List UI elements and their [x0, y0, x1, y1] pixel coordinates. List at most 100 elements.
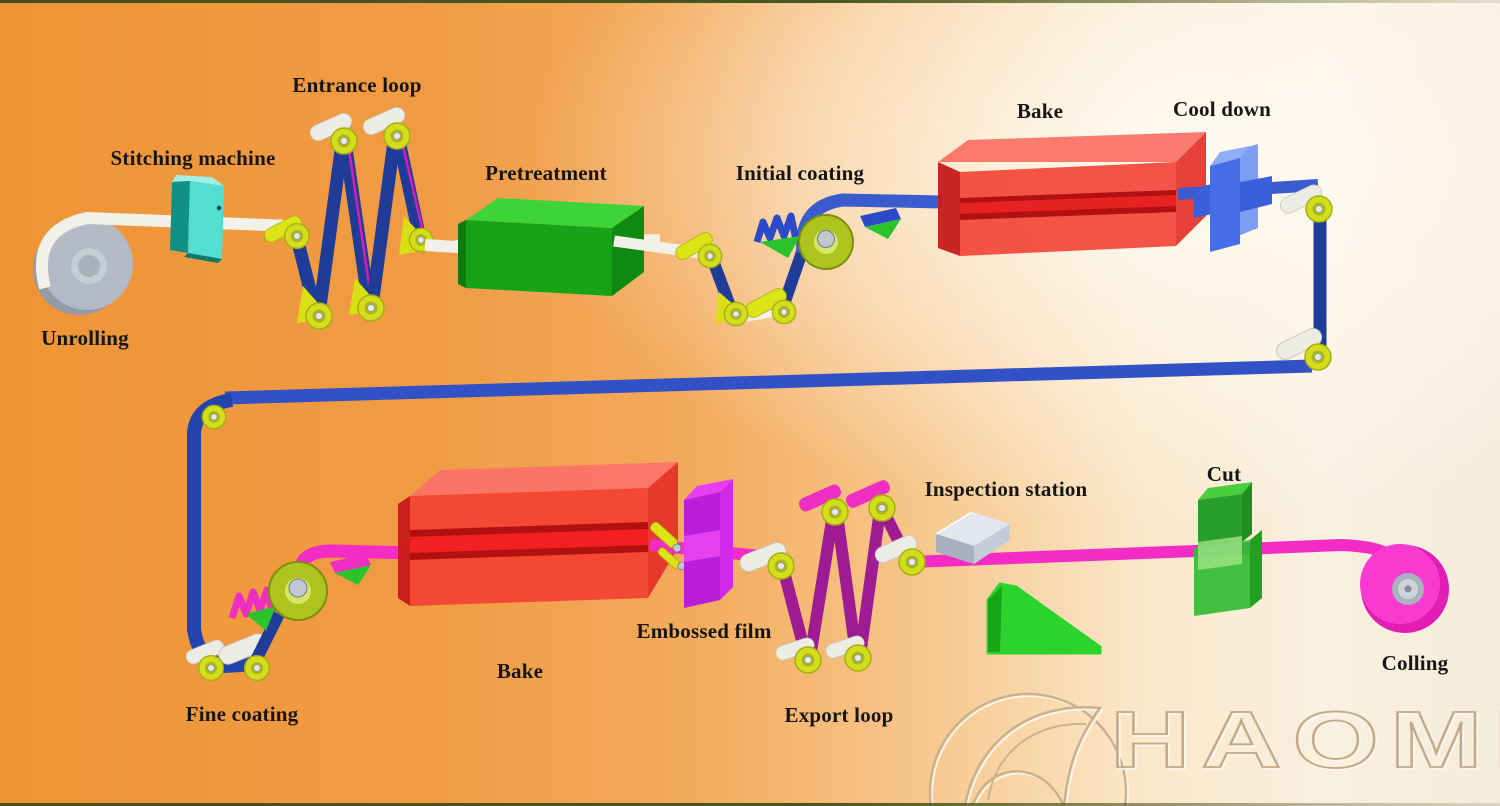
roller-icon — [868, 494, 896, 522]
roller-icon — [243, 654, 271, 682]
applicator-green — [865, 219, 901, 239]
turnaround-right — [1272, 181, 1333, 371]
box-left-face — [398, 496, 410, 606]
label-export-loop: Export loop — [784, 703, 894, 727]
coater-corrugation — [753, 212, 800, 244]
roller-icon — [771, 299, 797, 325]
oven-band-bright — [960, 195, 1176, 214]
label-coiling: Colling — [1381, 651, 1449, 675]
coater-green-wedge — [760, 236, 800, 258]
box-top-face — [410, 462, 678, 496]
inspection-green-wedge — [986, 582, 1102, 655]
belt-return-down — [187, 393, 234, 632]
roller-icon — [1304, 343, 1332, 371]
station-coiling — [1360, 544, 1449, 633]
station-initial-coating — [672, 193, 943, 327]
box-right-face — [720, 479, 733, 600]
applicator-green — [335, 565, 371, 585]
belt-navy — [391, 134, 427, 241]
belt-navy — [312, 142, 349, 315]
box-left-face — [170, 181, 190, 253]
oven-band-bright — [410, 529, 648, 553]
belt-purple — [804, 513, 839, 659]
roller-icon — [330, 127, 358, 155]
coating-roller-pin — [817, 230, 835, 248]
label-fine-coating: Fine coating — [185, 702, 299, 726]
box-top-face — [938, 132, 1206, 162]
roller-icon — [305, 302, 333, 330]
box-top-face — [1198, 482, 1252, 500]
station-export-loop — [736, 480, 920, 674]
station-stitching-machine — [170, 175, 224, 263]
roller-icon — [767, 552, 795, 580]
watermark-leaf-icon — [963, 705, 1103, 806]
cooler-top-face — [1210, 146, 1250, 166]
coater-corrugation-pink — [228, 586, 276, 620]
roller-icon — [197, 654, 225, 682]
box-top-face — [172, 175, 224, 186]
cooler-right-arm — [1240, 176, 1272, 212]
roller-icon — [844, 644, 872, 672]
belt-magenta-edge — [347, 149, 373, 299]
watermark-text: HAOMEN — [1110, 695, 1500, 784]
station-pretreatment — [454, 198, 709, 296]
cutter-strip-window — [1198, 536, 1242, 570]
box-top-face — [684, 479, 733, 500]
inspection-ridge — [935, 511, 973, 535]
station-entrance-loop — [261, 104, 473, 330]
box-right-face — [612, 206, 644, 296]
belt-purple — [854, 509, 886, 657]
station-bake-bottom — [398, 462, 761, 606]
roller-icon — [283, 222, 311, 250]
watermark-leaf-highlight — [966, 708, 1104, 806]
label-inspection-station: Inspection station — [924, 477, 1088, 501]
coating-roller-pin — [288, 578, 308, 598]
coater-green-wedge — [246, 606, 276, 631]
label-unrolling: Unrolling — [41, 326, 129, 350]
box-left-edge — [458, 220, 466, 288]
label-cool-down: Cool down — [1172, 97, 1272, 121]
box-left-face — [938, 162, 960, 256]
watermark-logo: HAOMEN HAOMEN — [928, 692, 1500, 806]
roller-icon — [821, 498, 849, 526]
belt-pink-cap — [798, 484, 842, 512]
applicator-blue — [860, 208, 901, 227]
coil-hub-core — [78, 255, 100, 277]
watermark-circle — [928, 692, 1128, 806]
cutter-lower-right-face — [1250, 530, 1262, 608]
station-cool-down — [1194, 144, 1272, 252]
cooler-left-arm — [1194, 184, 1212, 218]
roller-icon — [697, 243, 723, 269]
belt-magenta-edge — [400, 141, 425, 233]
bottom-edge-line — [0, 803, 1500, 806]
roller-icon — [201, 404, 227, 430]
label-stitching-machine: Stitching machine — [110, 146, 276, 170]
watermark-leaf-vein — [987, 722, 1087, 801]
station-embossed-film — [684, 479, 733, 608]
inspection-wedge-left-face — [988, 586, 1002, 652]
inspection-top-face — [936, 512, 1010, 546]
label-embossed-film: Embossed film — [636, 619, 772, 643]
belt-white-unroll — [35, 211, 293, 290]
cooler-front-slab — [1210, 158, 1240, 252]
top-edge-line — [0, 0, 1500, 3]
belt-navy — [365, 133, 402, 307]
station-bake-top — [938, 132, 1319, 256]
station-fine-coating — [183, 544, 417, 682]
roller-icon — [383, 122, 411, 150]
station-unrolling — [33, 211, 293, 315]
inspection-front-face — [936, 534, 974, 564]
cutter-upper-box — [1198, 494, 1242, 548]
roller-icon — [357, 294, 385, 322]
roller-icon — [723, 301, 749, 327]
label-bake-top: Bake — [1016, 99, 1064, 123]
station-inspection — [935, 511, 1102, 655]
belt-return-long — [224, 359, 1313, 405]
belt-navy-up — [249, 611, 285, 665]
applicator-pink — [330, 554, 371, 573]
guide-pin — [672, 543, 682, 553]
box-bottom-shade — [184, 253, 222, 263]
belt-navy — [338, 140, 376, 307]
